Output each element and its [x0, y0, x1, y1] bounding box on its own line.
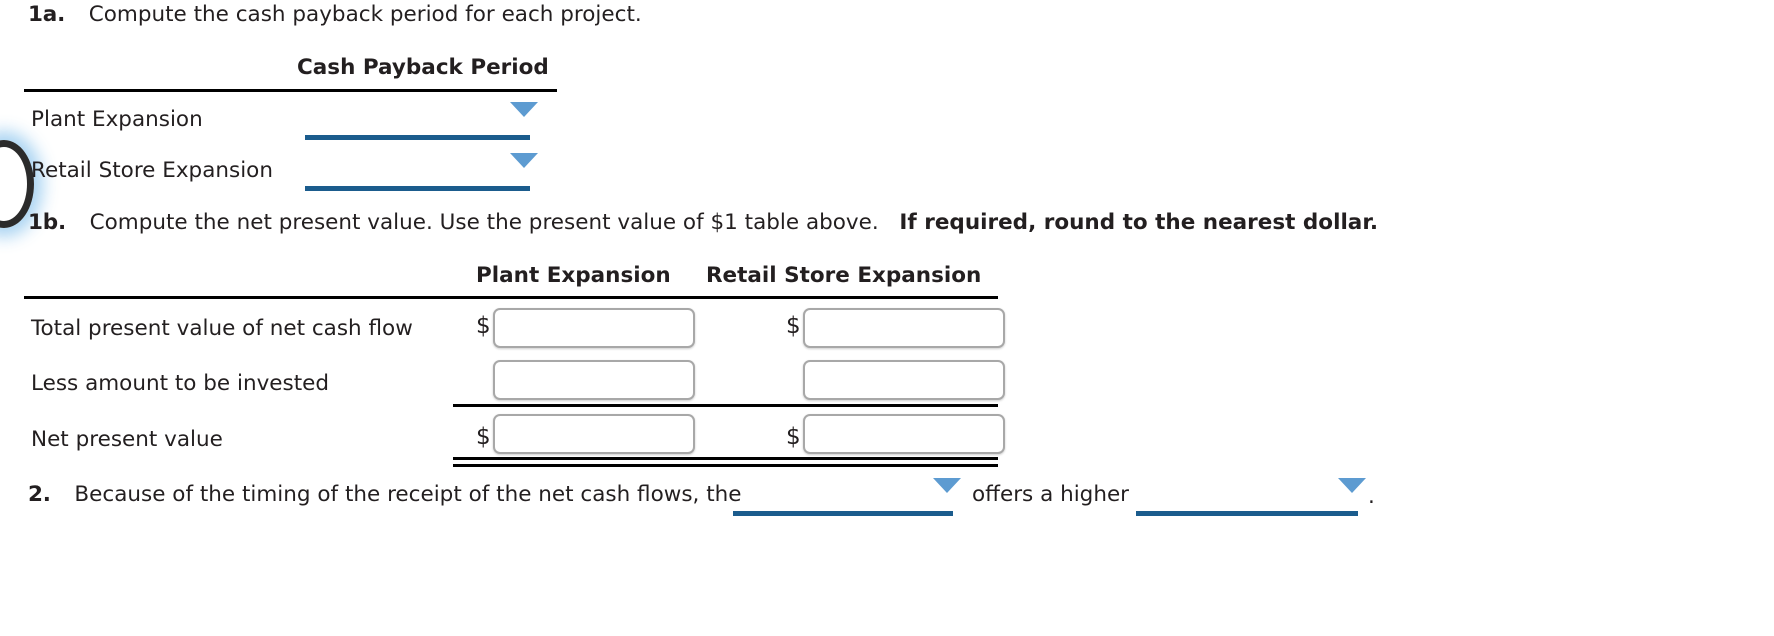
question-1b-prompt: Compute the net present value. Use the p… [89, 210, 879, 235]
question-1b-number: 1b. [28, 210, 66, 235]
chevron-down-icon [510, 102, 538, 117]
input-less-amount-invested-retail[interactable] [803, 360, 1005, 400]
row-label-plant-expansion: Plant Expansion [31, 107, 203, 132]
dropdown-underline [305, 186, 530, 191]
table-1b-bottom-rule-lower [453, 464, 998, 467]
question-2-dropdown-measure[interactable] [1136, 476, 1366, 516]
currency-symbol: $ [476, 424, 491, 450]
input-net-present-value-plant[interactable] [493, 414, 695, 454]
question-2-text-middle: offers a higher [972, 482, 1130, 507]
question-2-text-before: Because of the timing of the receipt of … [74, 482, 742, 507]
question-2-number: 2. [28, 482, 51, 507]
table-1b-bottom-rule-upper [453, 457, 998, 460]
row-label-retail-store-expansion: Retail Store Expansion [31, 158, 273, 183]
dropdown-underline [1136, 511, 1358, 516]
question-1a-number: 1a. [28, 2, 66, 27]
row-label-net-present-value: Net present value [31, 427, 223, 452]
question-1b-prompt-bold: If required, round to the nearest dollar… [899, 210, 1379, 235]
dropdown-underline [733, 511, 953, 516]
input-total-present-value-retail[interactable] [803, 308, 1005, 348]
currency-symbol: $ [476, 313, 491, 339]
currency-symbol: $ [786, 424, 801, 450]
chevron-down-icon [510, 153, 538, 168]
retail-store-expansion-payback-dropdown[interactable] [305, 151, 538, 191]
currency-symbol: $ [786, 313, 801, 339]
table-1a-top-rule [24, 89, 557, 92]
cash-payback-period-header: Cash Payback Period [297, 55, 549, 80]
row-label-total-present-value: Total present value of net cash flow [31, 316, 413, 341]
dropdown-underline [305, 135, 530, 140]
table-1b-subtotal-rule [453, 404, 998, 407]
input-total-present-value-plant[interactable] [493, 308, 695, 348]
input-net-present-value-retail[interactable] [803, 414, 1005, 454]
question-1b-line: 1b. Compute the net present value. Use t… [28, 212, 1378, 234]
column-header-retail-store-expansion: Retail Store Expansion [706, 263, 982, 288]
question-1a-line: 1a. Compute the cash payback period for … [28, 4, 642, 26]
question-2-dropdown-project[interactable] [733, 476, 961, 516]
chevron-down-icon [1338, 478, 1366, 493]
table-1b-top-rule [24, 296, 998, 299]
input-less-amount-invested-plant[interactable] [493, 360, 695, 400]
row-label-less-amount-invested: Less amount to be invested [31, 371, 330, 396]
plant-expansion-payback-dropdown[interactable] [305, 100, 538, 140]
question-2-period: . [1368, 484, 1375, 509]
chevron-down-icon [933, 478, 961, 493]
question-2-number-block: 2. Because of the timing of the receipt … [28, 484, 741, 506]
column-header-plant-expansion: Plant Expansion [476, 263, 671, 288]
question-1a-prompt: Compute the cash payback period for each… [88, 2, 642, 27]
